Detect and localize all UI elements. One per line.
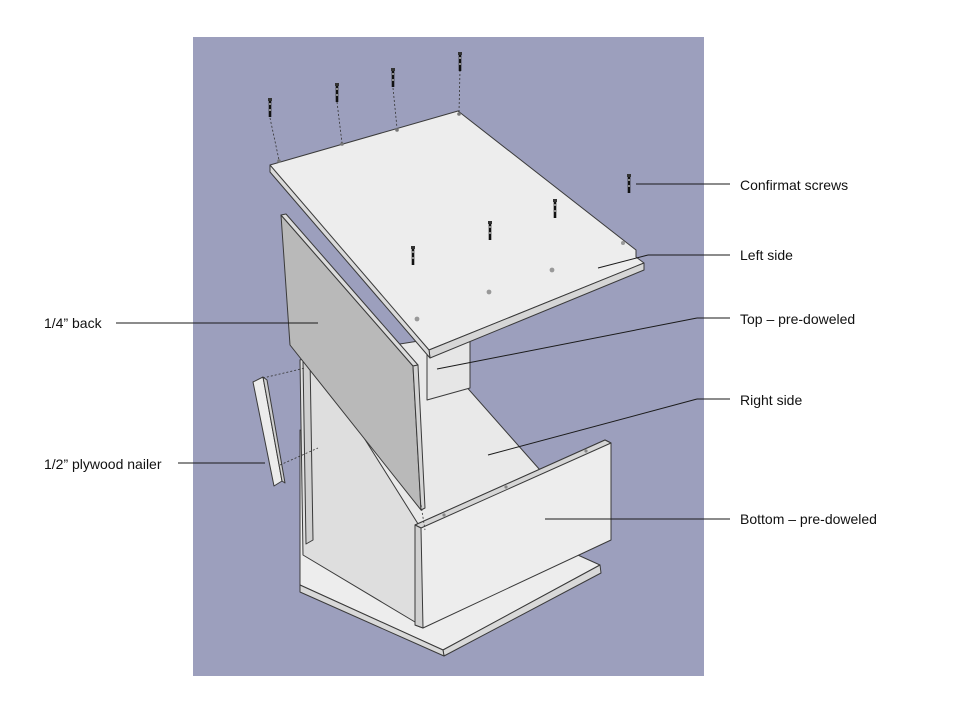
leader-left-side (597, 254, 649, 269)
label-nailer: 1/2” plywood nailer (44, 456, 162, 472)
label-top: Top – pre-doweled (740, 311, 855, 327)
label-back: 1/4” back (44, 315, 103, 331)
label-left-side: Left side (740, 247, 793, 263)
front-vertical-panel (414, 439, 612, 629)
label-bottom: Bottom – pre-doweled (740, 511, 877, 527)
label-right-side: Right side (740, 392, 802, 408)
plywood-nailer (252, 376, 286, 487)
label-confirmat-screws: Confirmat screws (740, 177, 848, 193)
back-panel (280, 213, 426, 511)
leader-top (436, 317, 698, 370)
top-panel (269, 110, 645, 359)
leader-right-side (487, 398, 698, 456)
